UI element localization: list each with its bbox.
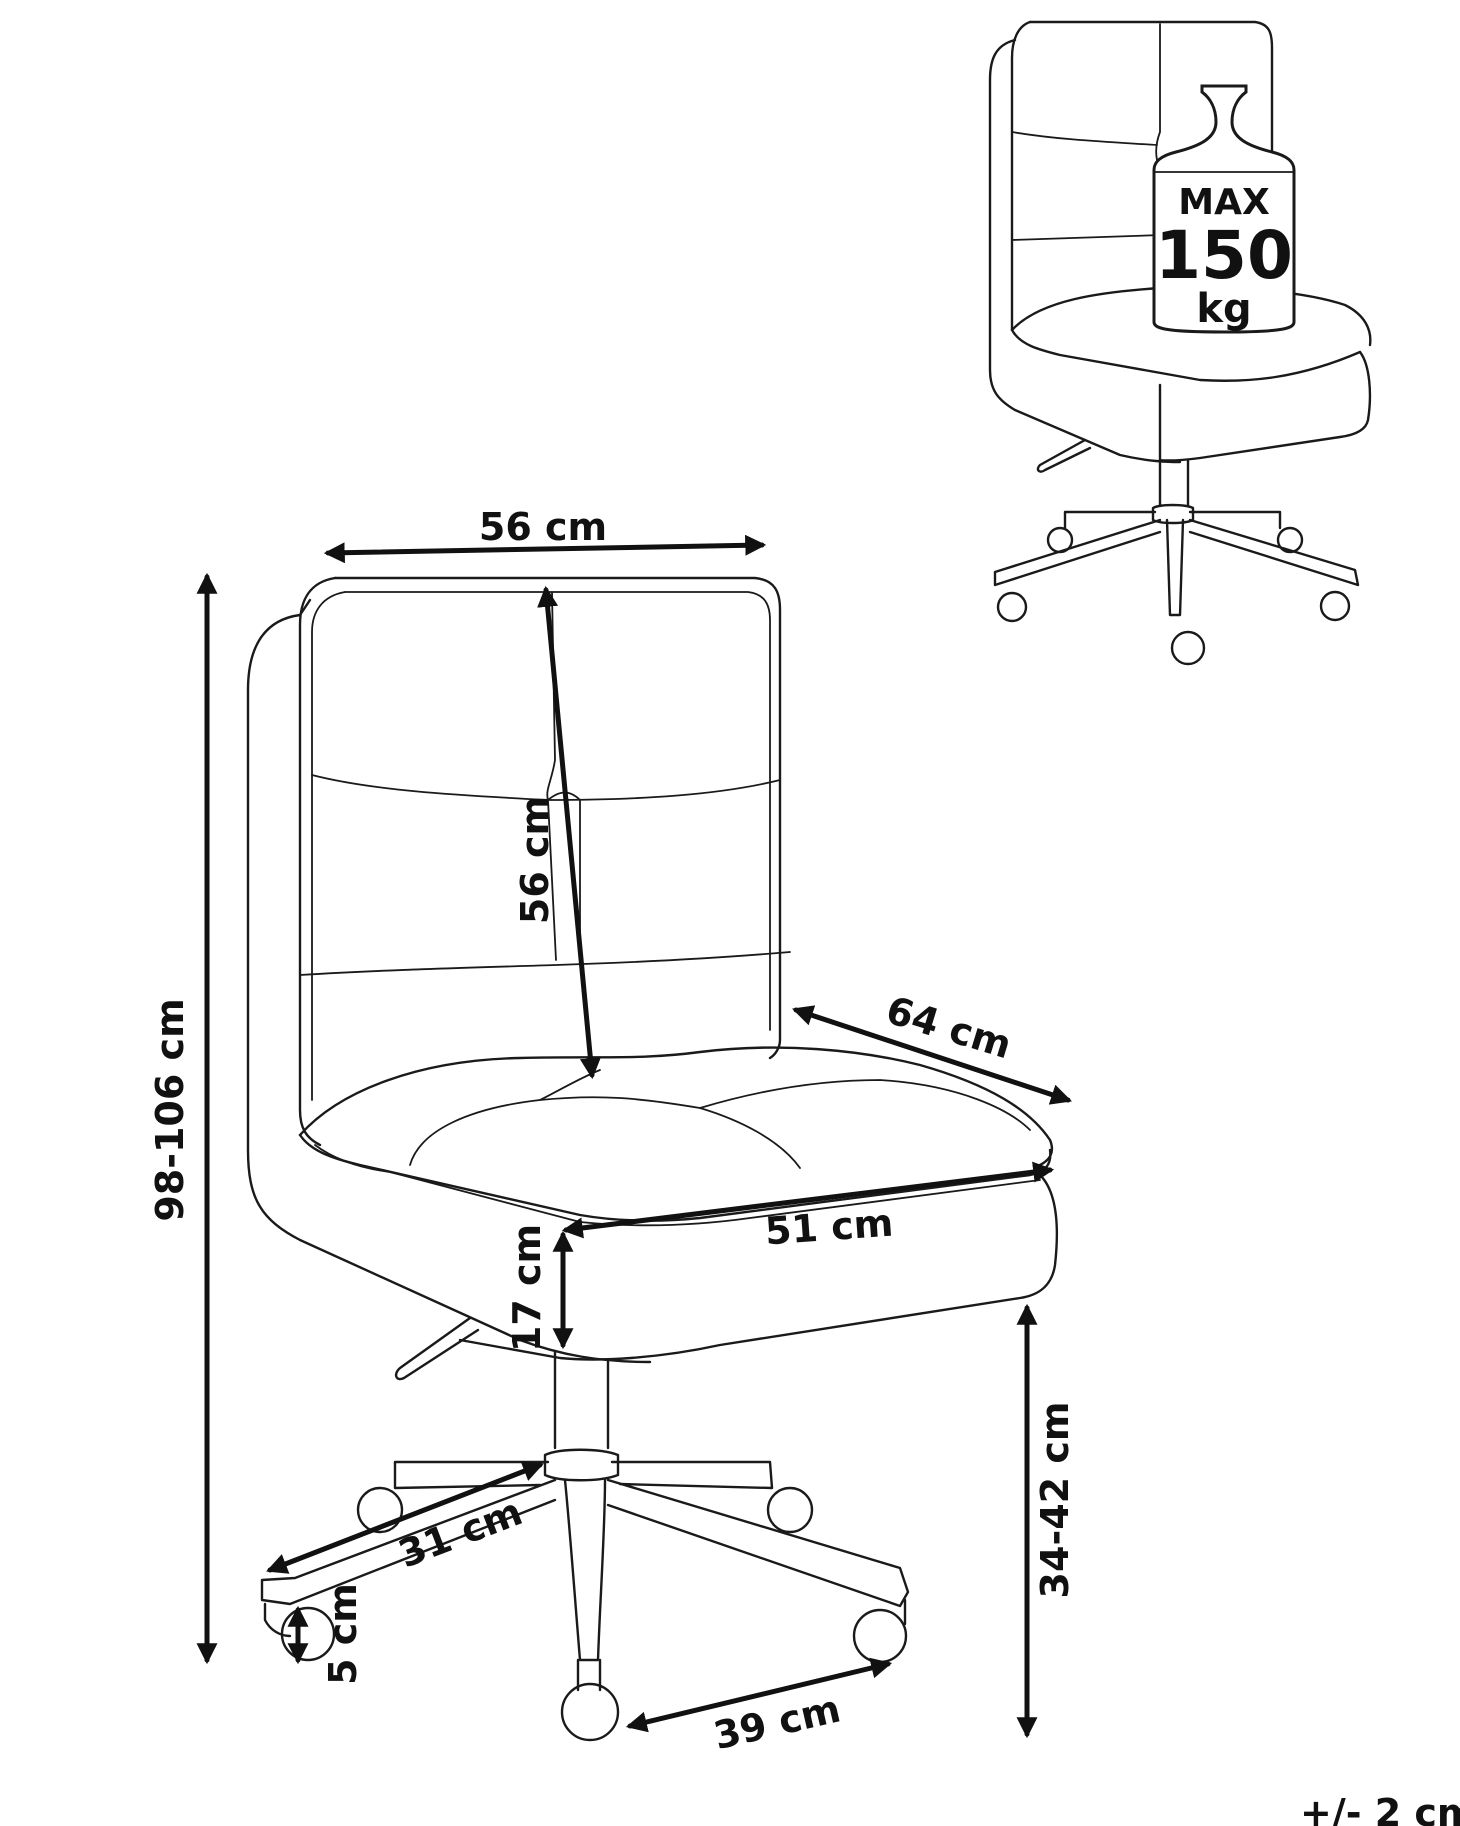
label-caster-height: 5 cm bbox=[321, 1583, 365, 1685]
arrow-seat-depth bbox=[792, 1005, 1072, 1105]
label-seat-height: 34-42 cm bbox=[1033, 1402, 1077, 1599]
arrow-seat-width bbox=[561, 1161, 1055, 1239]
label-seat-thickness: 17 cm bbox=[505, 1224, 549, 1352]
weight-badge-unit: kg bbox=[1196, 286, 1251, 332]
weight-badge-value: 150 bbox=[1155, 217, 1293, 294]
dimension-arrows bbox=[196, 534, 1072, 1739]
dimension-labels: 56 cm 56 cm 98-106 cm 64 cm 51 cm 17 cm … bbox=[148, 505, 1460, 1826]
arrow-caster-spacing bbox=[625, 1657, 893, 1733]
label-backrest-width: 56 cm bbox=[479, 505, 607, 549]
label-seat-width: 51 cm bbox=[764, 1201, 895, 1254]
label-seat-depth: 64 cm bbox=[881, 988, 1016, 1068]
label-base-leg: 31 cm bbox=[393, 1489, 528, 1576]
arrow-backrest-height bbox=[537, 585, 601, 1080]
weight-badge: MAX 150 kg bbox=[1152, 84, 1296, 334]
arrow-backrest-width bbox=[323, 534, 767, 564]
tolerance-note: +/- 2 cm bbox=[1300, 1791, 1460, 1826]
arrow-base-leg bbox=[266, 1461, 544, 1574]
label-backrest-height: 56 cm bbox=[513, 796, 557, 924]
main-chair-drawing bbox=[246, 576, 1058, 1742]
weight-badge-max: MAX bbox=[1178, 182, 1270, 223]
weight-capacity-chair-drawing: MAX 150 kg bbox=[988, 20, 1372, 666]
label-caster-spacing: 39 cm bbox=[710, 1686, 845, 1758]
label-total-height: 98-106 cm bbox=[148, 998, 192, 1221]
